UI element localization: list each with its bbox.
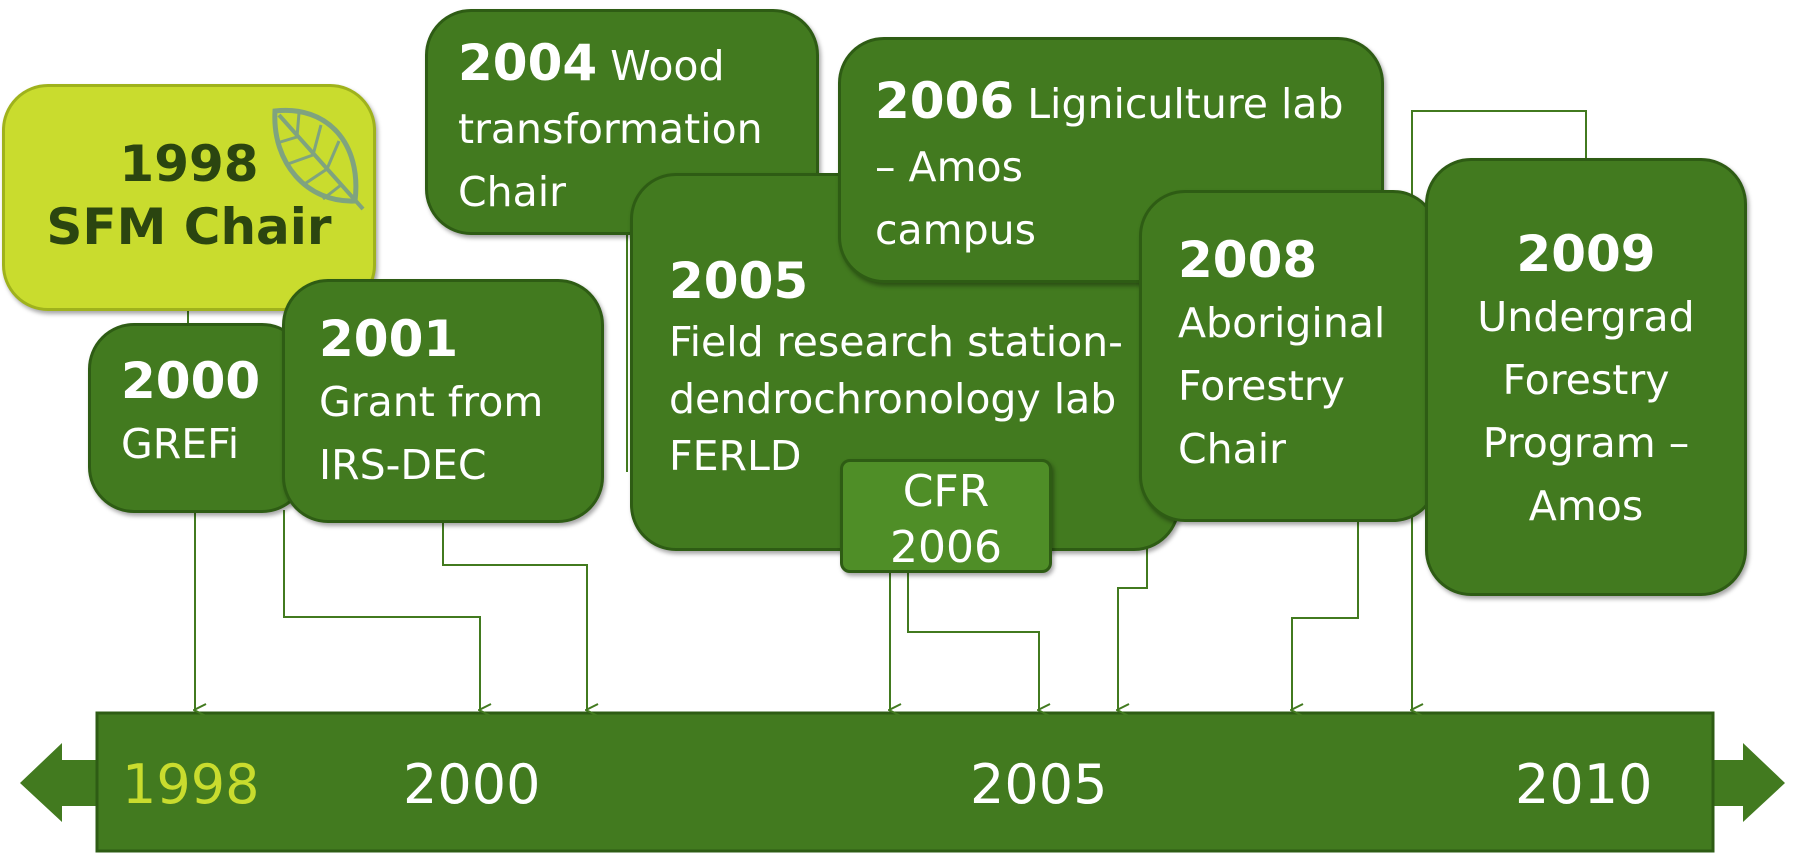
- event-year: 2009: [1516, 225, 1656, 283]
- event-text-line: Wood: [597, 42, 725, 90]
- event-text-line: transformation: [458, 105, 763, 153]
- connector-2008: [1292, 520, 1359, 710]
- event-year: 2006: [875, 72, 1015, 130]
- timeline-right-arrowhead: [1705, 743, 1785, 822]
- event-text-line: Field research station-: [669, 318, 1123, 366]
- event-2000-grefi: 2000 GREFi: [88, 323, 308, 513]
- axis-label-2005: 2005: [970, 753, 1108, 816]
- timeline-axis: [20, 711, 1785, 853]
- event-year: 2004: [458, 34, 598, 92]
- leaf-icon: [272, 107, 365, 211]
- event-text-line: 2006: [890, 522, 1002, 573]
- timeline-left-arrowhead: [20, 743, 100, 822]
- event-text-line: Forestry: [1178, 362, 1345, 410]
- event-year: 2008: [1178, 231, 1318, 289]
- connector-2006: [1118, 545, 1148, 710]
- axis-label-2000: 2000: [403, 753, 541, 816]
- event-title: SFM Chair: [46, 198, 332, 256]
- event-text-line: Chair: [458, 168, 566, 216]
- event-year: 2005: [669, 252, 809, 310]
- connector-cfr-b: [907, 570, 1039, 710]
- event-year: 1998: [119, 135, 259, 193]
- event-heading: 2004 Wood: [458, 32, 816, 98]
- event-cfr-2006: CFR 2006: [840, 459, 1052, 573]
- event-2008-aboriginal-chair: 2008 Aboriginal Forestry Chair: [1139, 190, 1439, 522]
- event-text-line: dendrochronology lab: [669, 375, 1117, 423]
- connector-2001-a: [283, 510, 480, 710]
- event-year: 2001: [319, 310, 459, 368]
- event-text-line: Program –: [1482, 419, 1690, 467]
- event-text-line: Forestry: [1502, 356, 1670, 404]
- event-text-line: FERLD: [669, 432, 802, 480]
- event-1998-sfm-chair: 1998 SFM Chair: [2, 84, 376, 311]
- event-text-line: Amos: [1528, 482, 1644, 530]
- event-text-line: Chair: [1178, 425, 1286, 473]
- timeline-bar: [95, 711, 1715, 853]
- event-2009-undergrad-program: 2009 Undergrad Forestry Program – Amos: [1425, 158, 1747, 596]
- event-year: 2000: [121, 352, 261, 410]
- event-text-line: Grant from: [319, 378, 544, 426]
- event-text-line: IRS-DEC: [319, 441, 487, 489]
- axis-label-2010: 2010: [1515, 753, 1653, 816]
- event-text-line: Ligniculture lab: [1014, 80, 1344, 128]
- event-text-line: – Amos: [875, 143, 1023, 191]
- event-text-line: CFR: [902, 466, 990, 517]
- event-text-line: Aboriginal: [1178, 299, 1386, 347]
- connector-2001-b: [442, 522, 587, 710]
- event-text-line: campus: [875, 206, 1036, 254]
- event-heading: 2006 Ligniculture lab: [875, 70, 1381, 136]
- axis-label-1998: 1998: [122, 753, 260, 816]
- event-text-line: Undergrad: [1477, 293, 1695, 341]
- event-text-line: GREFi: [121, 420, 240, 468]
- event-2001-grant: 2001 Grant from IRS-DEC: [282, 279, 604, 523]
